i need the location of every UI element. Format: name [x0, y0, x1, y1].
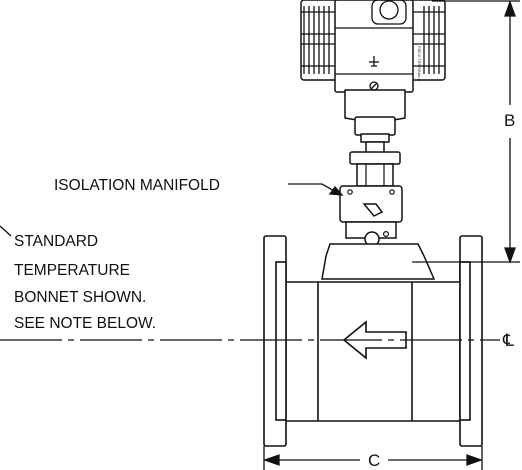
- left-cap-grooves: [301, 6, 335, 74]
- left-flange: [263, 235, 287, 447]
- dimension-b-label: B: [504, 111, 515, 130]
- bonnet-note-line-1: STANDARD: [14, 233, 98, 250]
- right-flange: [459, 235, 483, 447]
- transmitter-housing: [300, 0, 446, 155]
- isolation-manifold-callout: ISOLATION MANIFOLD: [54, 177, 220, 194]
- housing-details: [335, 0, 413, 91]
- bonnet-note-leader: [0, 225, 12, 237]
- bonnet-note-line-3: BONNET SHOWN.: [14, 289, 146, 306]
- isolation-manifold-leader: [288, 183, 344, 196]
- bonnet: [321, 243, 436, 280]
- bonnet-note: STANDARD TEMPERATURE BONNET SHOWN. SEE N…: [14, 233, 156, 332]
- dimension-c-label: C: [368, 451, 380, 470]
- manifold-bolts: [347, 164, 395, 238]
- centerline-symbol: ℄: [502, 331, 514, 350]
- right-cap-grooves: [413, 6, 445, 74]
- bonnet-note-line-4: SEE NOTE BELOW.: [14, 315, 156, 332]
- dimension-c: [263, 446, 483, 470]
- field-terminals-label: FIELD TERMINALS: [417, 46, 422, 82]
- bonnet-note-line-2: TEMPERATURE: [14, 262, 130, 279]
- isolation-manifold: [339, 151, 403, 247]
- dimension-b: [412, 0, 520, 264]
- meter-body: [286, 281, 460, 422]
